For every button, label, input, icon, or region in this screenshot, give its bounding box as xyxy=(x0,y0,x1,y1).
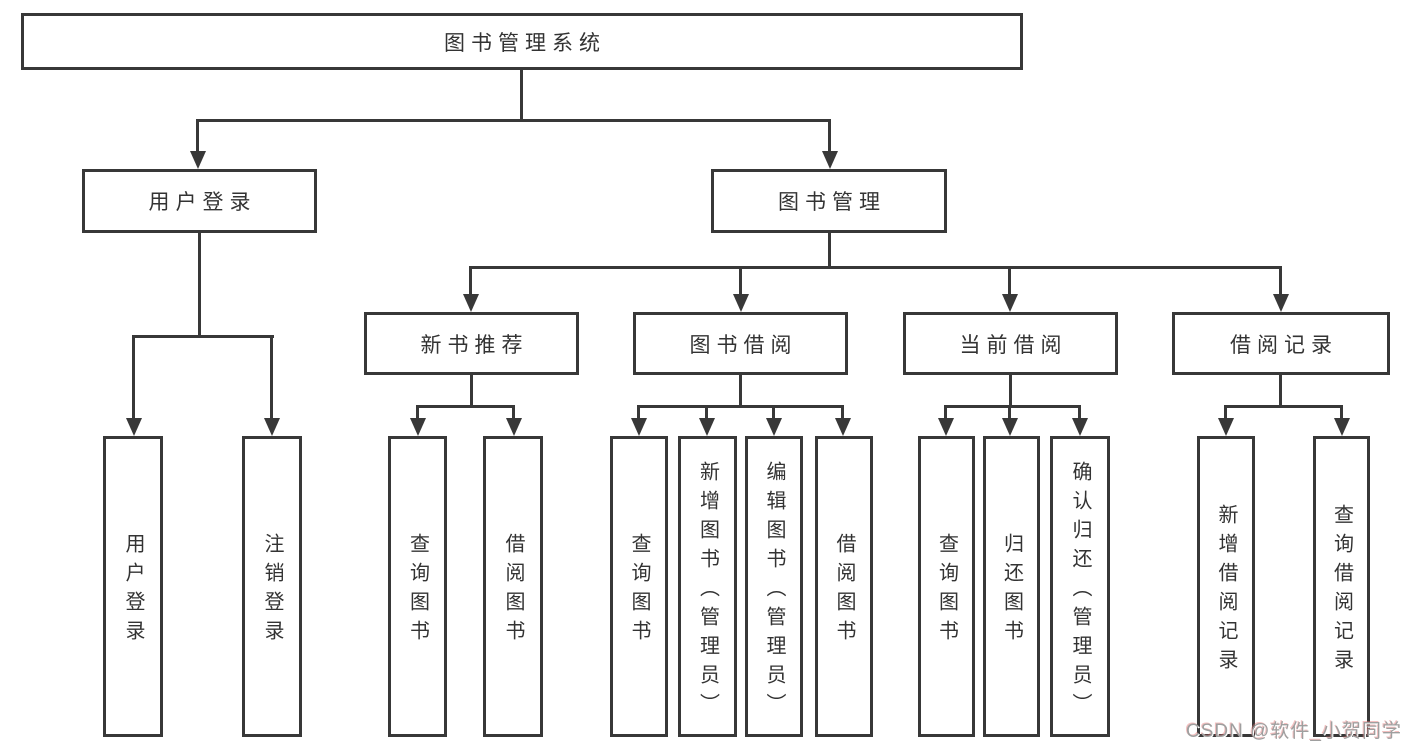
connector-root-crossbar xyxy=(197,119,831,122)
leaf-current-confirm-return-admin: 确认归还（管理员） xyxy=(1050,436,1110,737)
leaf-newbook-borrow-book-label: 借阅图书 xyxy=(502,533,524,649)
connector-cb-leaf3-shaft xyxy=(1078,405,1081,420)
connector-bb-leaf3-shaft xyxy=(772,405,775,420)
node-borrow-record-label: 借阅记录 xyxy=(1230,333,1338,357)
arrowhead-cb-leaf2-icon xyxy=(1002,418,1018,436)
connector-to-book-borrow-shaft xyxy=(739,266,742,296)
connector-root-stem xyxy=(520,70,523,121)
connector-user-login-crossbar xyxy=(132,335,274,338)
arrowhead-to-leaf-logout-icon xyxy=(264,418,280,436)
connector-to-borrow-record-shaft xyxy=(1279,266,1282,296)
node-new-book-recommend: 新书推荐 xyxy=(364,312,579,375)
arrowhead-to-leaf-user-login-icon xyxy=(126,418,142,436)
connector-book-borrow-crossbar xyxy=(638,405,844,408)
connector-br-leaf2-shaft xyxy=(1340,405,1343,420)
node-book-borrow: 图书借阅 xyxy=(633,312,848,375)
arrowhead-to-borrow-record-icon xyxy=(1273,294,1289,312)
arrowhead-to-new-book-icon xyxy=(463,294,479,312)
arrowhead-to-current-borrow-icon xyxy=(1002,294,1018,312)
node-current-borrow-label: 当前借阅 xyxy=(959,333,1068,357)
connector-bb-leaf2-shaft xyxy=(705,405,708,420)
leaf-current-return-book: 归还图书 xyxy=(983,436,1040,737)
arrowhead-to-book-management-icon xyxy=(822,151,838,169)
connector-book-borrow-stem xyxy=(739,375,742,407)
connector-to-new-book-shaft xyxy=(469,266,472,296)
connector-nb-leaf2-shaft xyxy=(512,405,515,420)
connector-to-leaf-logout-shaft xyxy=(270,335,273,420)
arrowhead-to-book-borrow-icon xyxy=(733,294,749,312)
node-user-login-label: 用户登录 xyxy=(148,191,257,214)
leaf-borrow-query-book-label: 查询图书 xyxy=(628,533,650,649)
leaf-user-login: 用户登录 xyxy=(103,436,163,737)
arrowhead-br-leaf1-icon xyxy=(1218,418,1234,436)
leaf-logout-login: 注销登录 xyxy=(242,436,302,737)
connector-br-leaf1-shaft xyxy=(1224,405,1227,420)
leaf-logout-login-label: 注销登录 xyxy=(261,533,283,649)
arrowhead-bb-leaf2-icon xyxy=(699,418,715,436)
connector-to-current-borrow-shaft xyxy=(1008,266,1011,296)
connector-borrow-record-stem xyxy=(1279,375,1282,407)
leaf-current-confirm-return-admin-label: 确认归还（管理员） xyxy=(1069,460,1091,722)
connector-borrow-record-crossbar xyxy=(1224,405,1343,408)
connector-current-borrow-stem xyxy=(1009,375,1012,407)
leaf-borrow-add-book-admin-label: 新增图书（管理员） xyxy=(696,460,719,722)
csdn-watermark: CSDN @软件_小贺同学 xyxy=(1186,721,1402,742)
connector-new-book-crossbar xyxy=(416,405,515,408)
leaf-borrow-borrow-book-label: 借阅图书 xyxy=(833,533,855,649)
connector-book-management-crossbar xyxy=(470,266,1282,269)
leaf-newbook-query-book-label: 查询图书 xyxy=(406,533,429,649)
node-user-login: 用户登录 xyxy=(82,169,317,233)
node-root: 图书管理系统 xyxy=(21,13,1023,70)
leaf-current-return-book-label: 归还图书 xyxy=(1000,533,1023,649)
leaf-borrow-edit-book-admin-label: 编辑图书（管理员） xyxy=(763,460,785,722)
leaf-borrow-add-book-admin: 新增图书（管理员） xyxy=(678,436,737,737)
arrowhead-nb-leaf2-icon xyxy=(506,418,522,436)
leaf-record-query-record: 查询借阅记录 xyxy=(1313,436,1370,737)
leaf-newbook-query-book: 查询图书 xyxy=(388,436,447,737)
node-book-borrow-label: 图书借阅 xyxy=(689,333,798,357)
arrowhead-nb-leaf1-icon xyxy=(410,418,426,436)
connector-current-borrow-crossbar xyxy=(944,405,1081,408)
connector-bb-leaf1-shaft xyxy=(637,405,640,420)
leaf-current-query-book-label: 查询图书 xyxy=(935,533,958,649)
connector-book-management-stem xyxy=(828,232,831,269)
connector-user-login-stem xyxy=(198,232,201,337)
leaf-borrow-query-book: 查询图书 xyxy=(610,436,668,737)
arrowhead-cb-leaf3-icon xyxy=(1072,418,1088,436)
leaf-record-query-record-label: 查询借阅记录 xyxy=(1330,504,1353,678)
arrowhead-to-user-login-icon xyxy=(190,151,206,169)
connector-bb-leaf4-shaft xyxy=(841,405,844,420)
arrowhead-cb-leaf1-icon xyxy=(938,418,954,436)
node-book-management: 图书管理 xyxy=(711,169,947,233)
node-new-book-recommend-label: 新书推荐 xyxy=(420,333,529,357)
leaf-current-query-book: 查询图书 xyxy=(918,436,975,737)
leaf-newbook-borrow-book: 借阅图书 xyxy=(483,436,543,737)
node-current-borrow: 当前借阅 xyxy=(903,312,1118,375)
connector-cb-leaf1-shaft xyxy=(944,405,947,420)
connector-to-book-management-shaft xyxy=(828,119,831,153)
node-root-label: 图书管理系统 xyxy=(444,31,606,55)
arrowhead-bb-leaf1-icon xyxy=(631,418,647,436)
leaf-borrow-borrow-book: 借阅图书 xyxy=(815,436,873,737)
arrowhead-bb-leaf3-icon xyxy=(766,418,782,436)
leaf-record-add-record-label: 新增借阅记录 xyxy=(1215,504,1237,678)
connector-nb-leaf1-shaft xyxy=(416,405,419,420)
connector-new-book-stem xyxy=(470,375,473,407)
leaf-user-login-label: 用户登录 xyxy=(122,533,144,649)
leaf-borrow-edit-book-admin: 编辑图书（管理员） xyxy=(745,436,803,737)
connector-cb-leaf2-shaft xyxy=(1008,405,1011,420)
leaf-record-add-record: 新增借阅记录 xyxy=(1197,436,1255,737)
arrowhead-bb-leaf4-icon xyxy=(835,418,851,436)
connector-to-leaf-user-login-shaft xyxy=(132,335,135,420)
connector-to-user-login-shaft xyxy=(196,119,199,153)
arrowhead-br-leaf2-icon xyxy=(1334,418,1350,436)
node-book-management-label: 图书管理 xyxy=(778,191,886,214)
node-borrow-record: 借阅记录 xyxy=(1172,312,1390,375)
